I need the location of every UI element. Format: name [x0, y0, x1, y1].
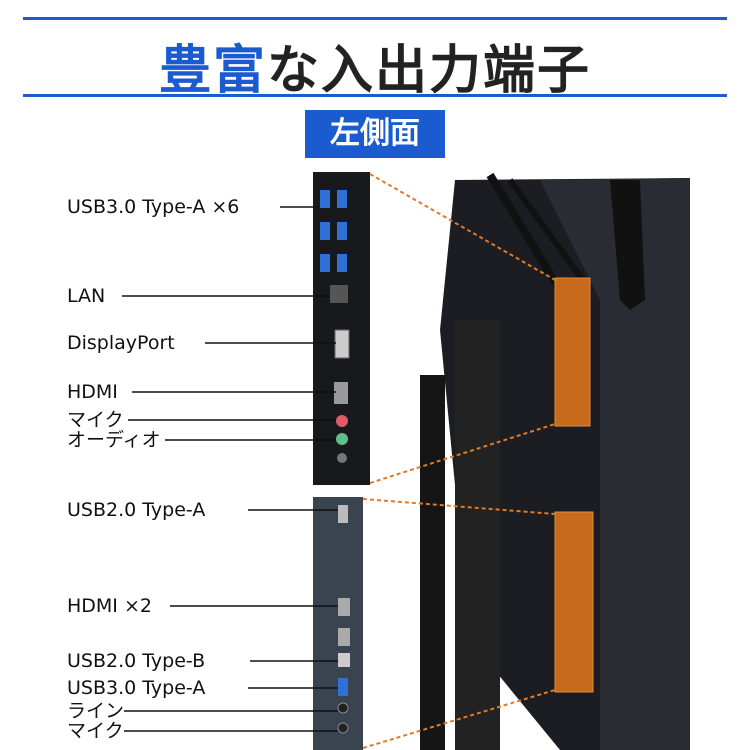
page-title: 豊富な入出力端子 [0, 28, 750, 103]
top-rule [23, 17, 727, 20]
label-usb3-a-x6: USB3.0 Type-A ×6 [67, 196, 240, 218]
section-badge: 左側面 [305, 110, 445, 158]
title-rest: な入出力端子 [267, 41, 592, 101]
label-line: ライン [67, 700, 125, 722]
label-hdmi-x2: HDMI ×2 [67, 595, 152, 617]
highlight-bottom [554, 511, 594, 693]
stand-leg [420, 375, 445, 750]
label-displayport: DisplayPort [67, 332, 175, 354]
label-usb2-a: USB2.0 Type-A [67, 499, 206, 521]
label-lan: LAN [67, 285, 106, 307]
highlight-top [554, 277, 591, 427]
label-mic: マイク [67, 409, 124, 431]
bottom-rule [23, 94, 727, 97]
handle [610, 180, 645, 310]
title-highlight: 豊富 [158, 41, 267, 101]
label-usb3-a: USB3.0 Type-A [67, 677, 206, 699]
label-mic-bottom: マイク [67, 720, 124, 742]
label-audio: オーディオ [67, 429, 161, 451]
label-usb2-b: USB2.0 Type-B [67, 650, 206, 672]
io-panel-bottom [313, 497, 363, 750]
label-hdmi: HDMI [67, 381, 118, 403]
